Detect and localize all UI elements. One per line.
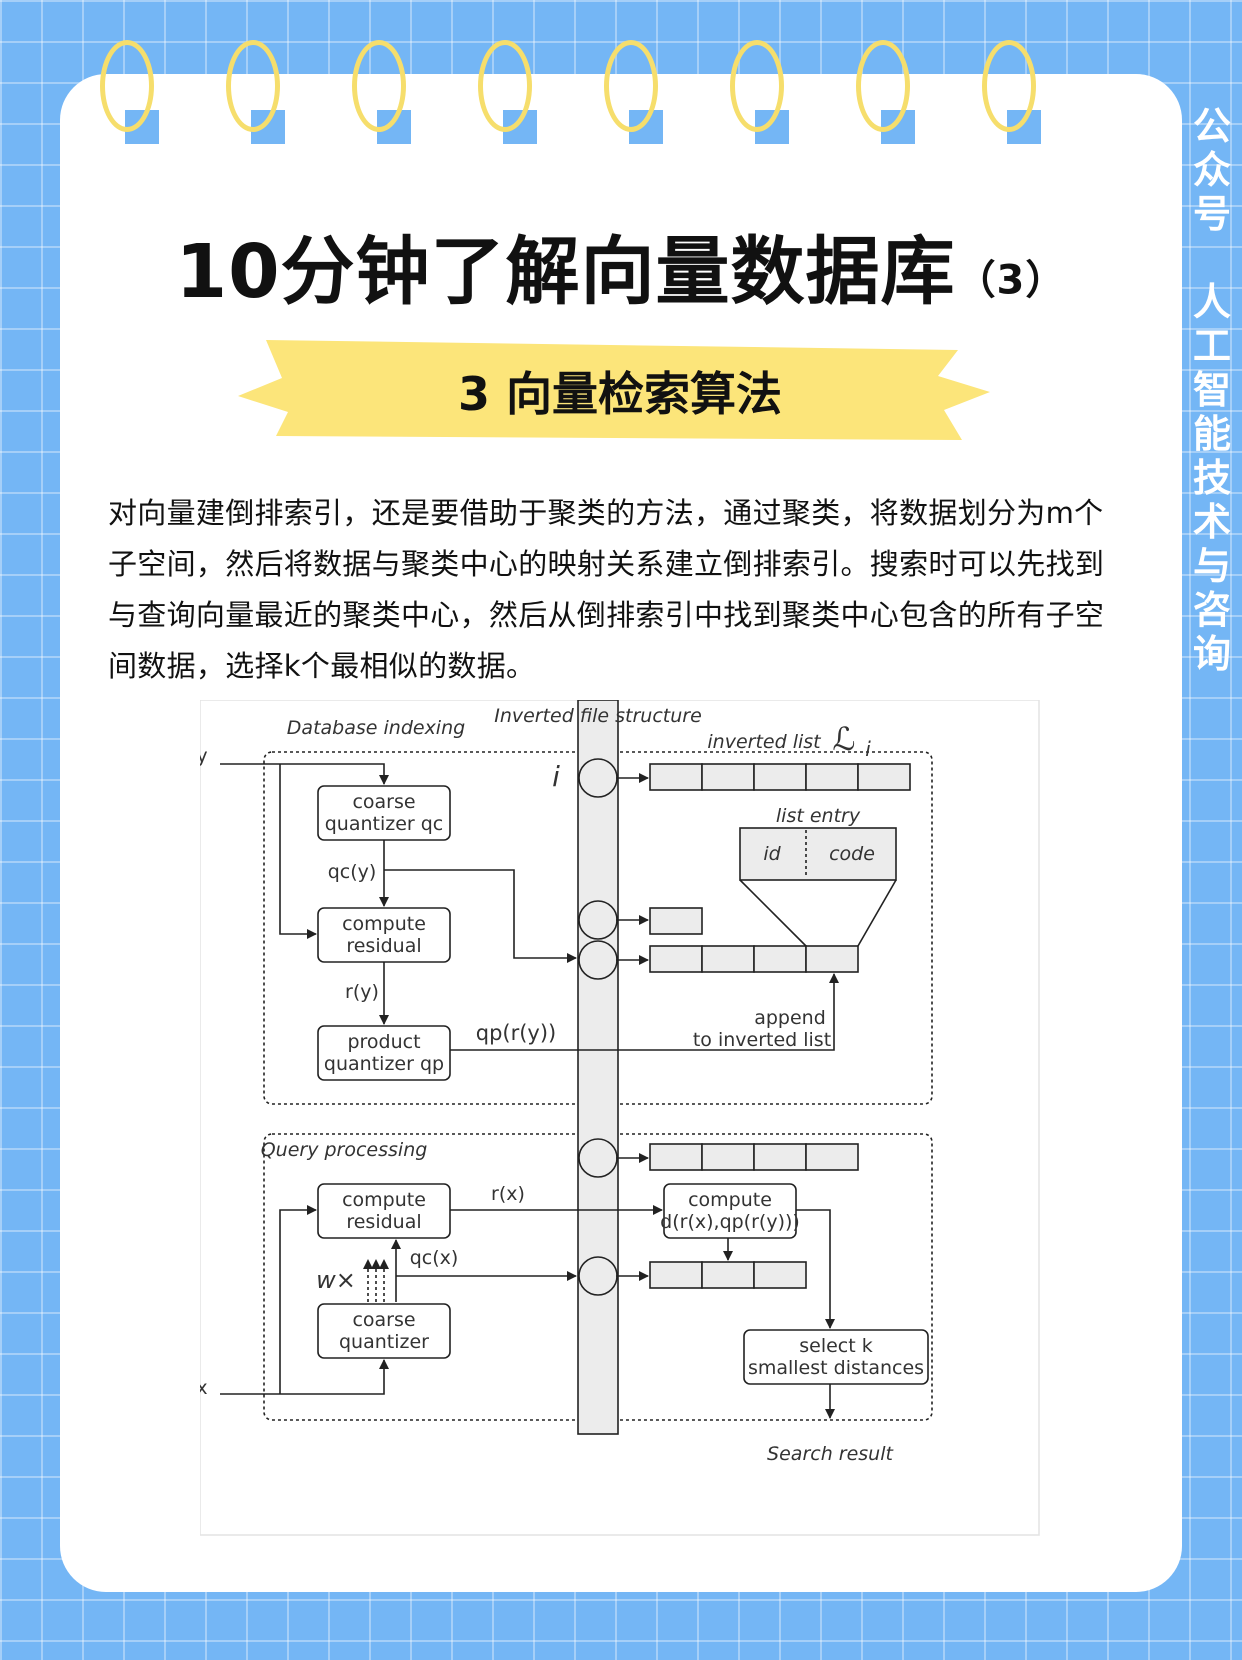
coarse-quantizer-query-line2: quantizer: [339, 1331, 429, 1353]
qp-r-y-label: qp(r(y)): [476, 1021, 557, 1045]
inverted-file-column: [577, 700, 619, 1435]
inverted-list-cells: [649, 763, 911, 1289]
input-x-label: x: [200, 1377, 208, 1399]
select-k-line1: select k: [799, 1335, 873, 1357]
page-title-suffix: （3）: [955, 257, 1067, 304]
paragraph-line: 子空间，然后将数据与聚类中心的映射关系建立倒排索引。搜索时可以先找到: [108, 547, 1105, 581]
qc-x-label: qc(x): [410, 1247, 459, 1269]
page-title: 10分钟了解向量数据库（3）: [0, 212, 1242, 319]
entry-id-label: id: [763, 843, 781, 865]
compute-distance-line2: d(r(x),qp(r(y))): [660, 1211, 800, 1233]
r-x-label: r(x): [491, 1183, 525, 1205]
list-pointer-circle: [578, 1138, 618, 1178]
coarse-quantizer-query-box: [317, 1303, 451, 1359]
section-banner: [238, 340, 990, 440]
select-k-line2: smallest distances: [748, 1357, 924, 1379]
select-k-box: [743, 1329, 929, 1385]
input-y-label: y: [200, 745, 208, 767]
db-section-label: Database indexing: [287, 717, 465, 739]
r-y-label: r(y): [345, 981, 379, 1003]
index-i-label: i: [552, 760, 560, 793]
qc-y-label: qc(y): [328, 861, 377, 883]
compute-residual-db-line1: compute: [342, 913, 426, 935]
compute-distance-box: [663, 1183, 797, 1239]
page-title-main: 10分钟了解向量数据库: [175, 229, 956, 315]
paragraph-line: 间数据，选择k个最相似的数据。: [108, 649, 536, 683]
w-times-label: w×: [316, 1266, 356, 1294]
product-quantizer-box: [317, 1025, 451, 1081]
compute-residual-query-line1: compute: [342, 1189, 426, 1211]
search-result-label: Search result: [767, 1443, 894, 1465]
list-pointer-circle: [578, 1256, 618, 1296]
query-section-label: Query processing: [261, 1139, 428, 1161]
section-heading: 3 向量检索算法: [457, 367, 783, 421]
compute-residual-query-box: [317, 1183, 451, 1239]
coarse-quantizer-db-line1: coarse: [352, 791, 415, 813]
compute-residual-db-line2: residual: [346, 935, 421, 957]
coarse-quantizer-db-line2: quantizer qc: [325, 813, 444, 835]
list-pointer-circle: [578, 758, 618, 798]
product-quantizer-line2: quantizer qp: [324, 1053, 444, 1075]
diagram-header: Inverted file structure: [494, 705, 702, 727]
inverted-list-label: inverted list: [707, 731, 822, 753]
list-entry-box: [739, 827, 897, 881]
list-pointer-circle: [578, 940, 618, 980]
list-symbol: ℒ: [832, 720, 855, 758]
paragraph-line: 与查询向量最近的聚类中心，然后从倒排索引中找到聚类中心包含的所有子空: [108, 598, 1105, 632]
product-quantizer-line1: product: [347, 1031, 420, 1053]
entry-code-label: code: [829, 843, 875, 865]
append-line1: append: [754, 1007, 826, 1029]
list-pointer-circle: [578, 900, 618, 940]
ivf-diagram: Inverted file structure Database indexin…: [200, 700, 1040, 1536]
coarse-quantizer-query-line1: coarse: [352, 1309, 415, 1331]
list-entry-label: list entry: [776, 805, 861, 827]
body-paragraph: 对向量建倒排索引，还是要借助于聚类的方法，通过聚类，将数据划分为m个 子空间，然…: [108, 488, 1138, 692]
side-account-label: 公 众 号 人 工 智 能 技 术 与 咨 询: [1192, 104, 1231, 676]
list-symbol-sub: i: [865, 737, 871, 761]
append-line2: to inverted list: [693, 1029, 831, 1051]
paragraph-line: 对向量建倒排索引，还是要借助于聚类的方法，通过聚类，将数据划分为m个: [108, 496, 1104, 530]
compute-residual-query-line2: residual: [346, 1211, 421, 1233]
compute-distance-line1: compute: [688, 1189, 772, 1211]
